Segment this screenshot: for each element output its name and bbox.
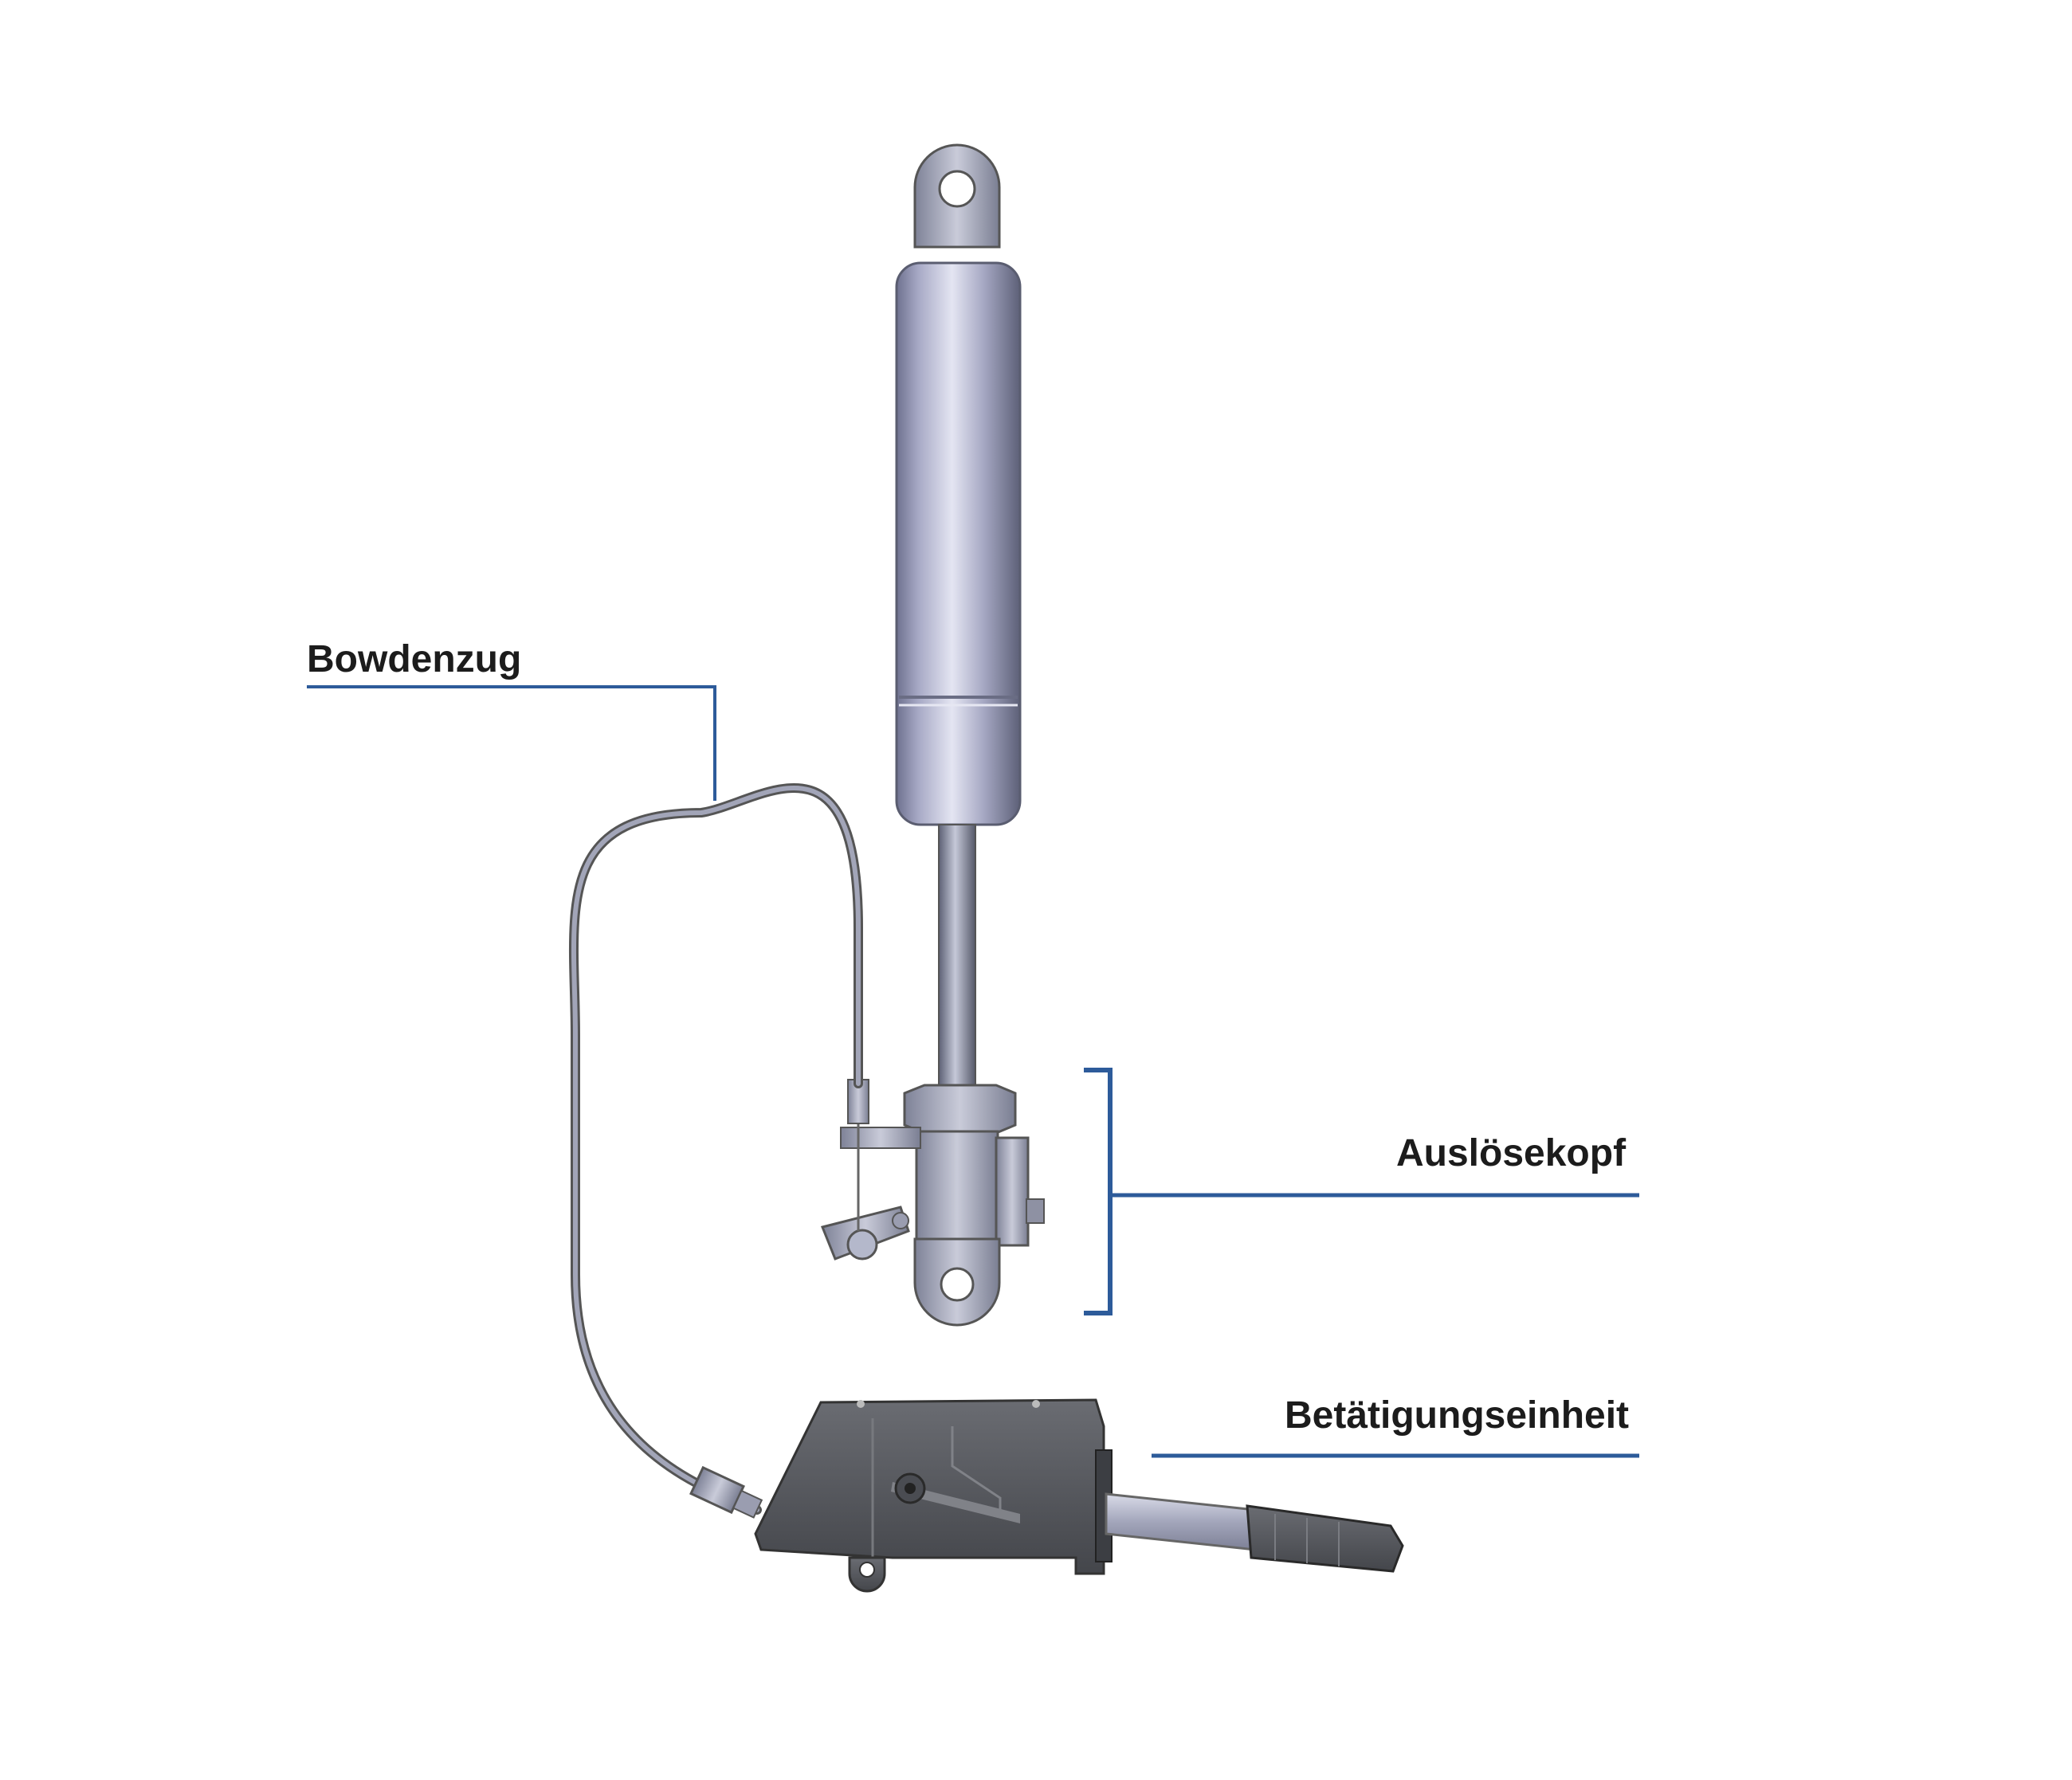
top-mounting-eye: [913, 143, 1001, 249]
actuation-unit: [754, 1398, 1113, 1593]
piston-rod: [938, 824, 976, 1096]
label-trigger-head: Auslösekopf: [1396, 1132, 1627, 1174]
trigger-head-assembly: [820, 1079, 1045, 1327]
gas-cylinder: [895, 261, 1022, 826]
actuation-lever: [1105, 1492, 1404, 1573]
cable-nut: [689, 1465, 763, 1519]
label-actuation-unit: Betätigungseinheit: [1285, 1394, 1630, 1437]
bracket-trigger-head: [1084, 1068, 1113, 1315]
leader-line-bowden: [307, 685, 716, 801]
bowden-cable: [569, 782, 863, 1515]
label-bowden-cable: Bowdenzug: [307, 638, 522, 680]
